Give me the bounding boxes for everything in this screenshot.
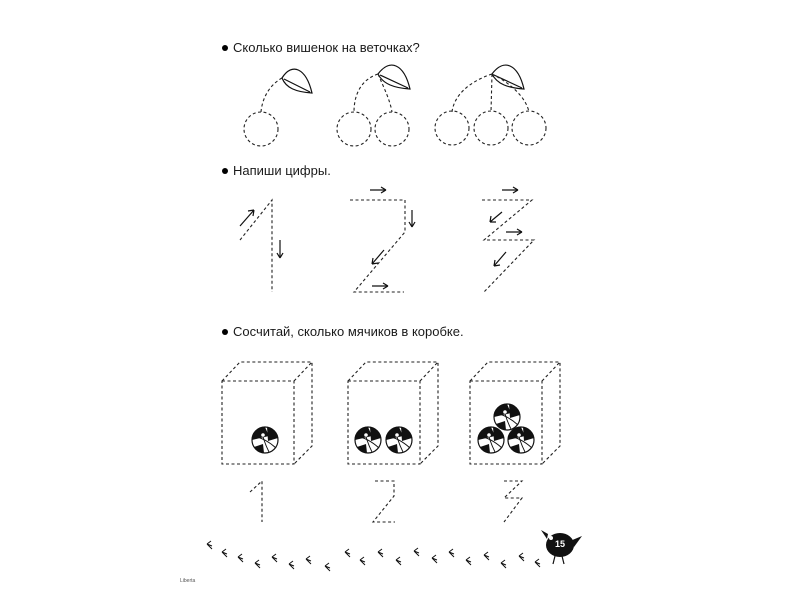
task-write-digits: Напиши цифры. [222,163,331,178]
cherry-icon [473,110,509,146]
answer-digit-2 [371,480,395,523]
arrow-down-icon [276,240,284,259]
publisher-mark: Liberta [180,578,196,584]
bullet-icon [222,44,228,51]
arrow-up-right-icon [239,209,255,227]
cherry-icon [336,111,372,147]
box-2 [347,361,439,465]
cherry-branch-1 [243,68,313,147]
cherry-branch-3 [434,64,547,146]
arrow-right-icon [372,282,389,290]
digit-3-tracing [482,186,536,293]
task-cherries-text: Сколько вишенок на веточках? [233,40,420,55]
arrow-right-icon [370,186,387,194]
leaf-icon [377,64,411,90]
footprints-decoration [206,540,541,572]
task-count-balls-text: Сосчитай, сколько мячиков в коробке. [233,324,464,339]
cherry-icon [243,111,279,147]
digit-1-tracing [239,198,284,292]
bird-icon [541,530,582,565]
arrow-right-icon [502,186,519,194]
page-number: 15 [554,539,565,549]
cherry-branch-2 [336,64,411,147]
box-3 [469,361,561,465]
task-write-digits-text: Напиши цифры. [233,163,331,178]
box-1 [221,361,313,465]
cherry-icon [511,110,547,146]
arrow-down-icon [408,210,416,228]
arrow-down-left-icon [493,251,507,267]
bullet-icon [222,167,228,174]
cherry-icon [374,111,410,147]
bullet-icon [222,328,228,335]
leaf-icon [281,68,313,94]
digit-2-tracing [350,186,416,293]
cherry-icon [434,110,470,146]
arrow-down-left-icon [489,211,503,223]
arrow-right-icon [506,228,523,236]
task-count-balls: Сосчитай, сколько мячиков в коробке. [222,324,464,339]
answer-digit-3 [502,480,524,523]
arrow-down-left-icon [371,249,385,265]
task-cherries: Сколько вишенок на веточках? [222,40,420,55]
